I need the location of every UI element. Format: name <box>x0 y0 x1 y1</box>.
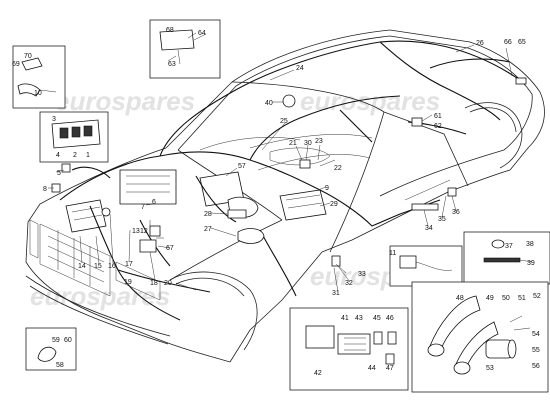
inset-control-unit <box>149 19 221 79</box>
callout-label: 19 <box>124 279 132 286</box>
watermark: eurospares <box>55 86 195 116</box>
callout-label: 37 <box>505 243 513 250</box>
callout-label: 32 <box>345 280 353 287</box>
inset-connectors <box>289 307 409 391</box>
callout-label: 35 <box>438 216 446 223</box>
callout-labels: 1 2 3 4 5 6 7 8 9 10 11 12 13 14 15 16 1… <box>12 27 541 377</box>
callout-label: 48 <box>456 295 464 302</box>
callout-label: 9 <box>325 185 329 192</box>
inset-fuse-box <box>39 111 109 163</box>
callout-label: 64 <box>198 30 206 37</box>
callout-label: 25 <box>280 118 288 125</box>
callout-label: 58 <box>56 362 64 369</box>
callout-label: 13 <box>132 228 140 235</box>
callout-label: 11 <box>389 250 396 257</box>
callout-label: 3 <box>52 116 56 123</box>
callout-label: 44 <box>368 365 376 372</box>
callout-label: 6 <box>152 199 156 206</box>
callout-label: 70 <box>24 53 32 60</box>
callout-label: 47 <box>386 365 394 372</box>
callout-label: 43 <box>355 315 363 322</box>
callout-label: 53 <box>486 365 494 372</box>
callout-label: 39 <box>527 260 535 267</box>
callout-label: 46 <box>386 315 394 322</box>
callout-label: 65 <box>518 39 526 46</box>
callout-label: 52 <box>533 293 541 300</box>
callout-label: 21 <box>289 140 297 147</box>
callout-label: 45 <box>373 315 381 322</box>
watermark: eurospares <box>30 281 170 311</box>
inset-clips <box>463 231 550 285</box>
callout-label: 4 <box>56 152 60 159</box>
callout-label: 14 <box>78 263 86 270</box>
callout-label: 12 <box>140 228 148 235</box>
callout-label: 51 <box>518 295 526 302</box>
callout-label: 1 <box>86 152 90 159</box>
inset-horns <box>411 281 549 393</box>
callout-label: 41 <box>341 315 349 322</box>
callout-label: 69 <box>12 61 20 68</box>
callout-label: 15 <box>94 263 102 270</box>
callout-label: 18 <box>150 280 158 287</box>
callout-label: 61 <box>434 113 442 120</box>
callout-label: 60 <box>64 337 72 344</box>
callout-label: 5 <box>57 170 61 177</box>
callout-label: 16 <box>108 263 116 270</box>
callout-label: 30 <box>304 140 312 147</box>
inset-antenna-lead <box>389 245 463 287</box>
callout-label: 63 <box>168 61 176 68</box>
callout-label: 17 <box>125 261 133 268</box>
callout-label: 33 <box>358 271 366 278</box>
callout-label: 36 <box>452 209 460 216</box>
callout-label: 55 <box>532 347 540 354</box>
callout-label: 38 <box>526 241 534 248</box>
callout-label: 40 <box>265 100 273 107</box>
callout-label: 26 <box>476 40 484 47</box>
callout-label: 59 <box>52 337 60 344</box>
callout-label: 34 <box>425 225 433 232</box>
callout-label: 23 <box>315 138 323 145</box>
callout-label: 57 <box>238 163 246 170</box>
callout-label: 42 <box>314 370 322 377</box>
watermark: eurospares <box>300 86 440 116</box>
callout-label: 50 <box>502 295 510 302</box>
callout-label: 54 <box>532 331 540 338</box>
callout-label: 66 <box>504 39 512 46</box>
callout-label: 10 <box>34 90 42 97</box>
callout-label: 62 <box>434 123 442 130</box>
callout-label: 68 <box>166 27 174 34</box>
leader-lines <box>48 32 513 293</box>
callout-label: 56 <box>532 363 540 370</box>
callout-label: 7 <box>141 204 145 211</box>
callout-label: 22 <box>334 165 342 172</box>
callout-label: 67 <box>166 245 174 252</box>
callout-label: 31 <box>332 290 340 297</box>
callout-label: 2 <box>73 152 77 159</box>
car-body-outline <box>25 29 545 363</box>
callout-label: 8 <box>43 186 47 193</box>
callout-label: 27 <box>204 226 212 233</box>
callout-label: 28 <box>204 211 212 218</box>
inset-grommet <box>25 327 77 371</box>
callout-label: 20 <box>164 280 172 287</box>
callout-label: 49 <box>486 295 494 302</box>
inset-relay-holder <box>12 45 66 109</box>
callout-label: 29 <box>330 201 338 208</box>
callout-label: 24 <box>296 65 304 72</box>
